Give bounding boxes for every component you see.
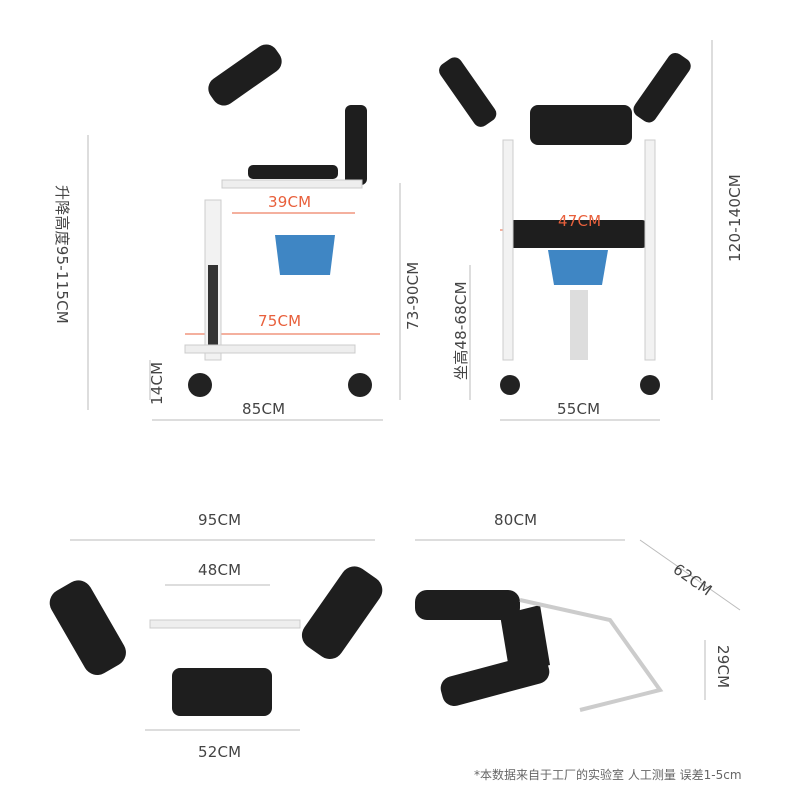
top-total-width-label: 95CM xyxy=(198,511,242,529)
angled-length-label: 80CM xyxy=(494,511,538,529)
footnote: *本数据来自于工厂的实验室 人工测量 误差1-5cm xyxy=(474,768,742,782)
side-wheel-height-label: 14CM xyxy=(148,361,166,405)
top-base-width-label: 52CM xyxy=(198,743,242,761)
front-seat-width-label: 47CM xyxy=(558,212,602,230)
side-view-chair xyxy=(184,44,372,397)
top-inner-width-label: 48CM xyxy=(198,561,242,579)
angled-view-chair xyxy=(415,590,664,712)
side-lift-height-label: 升降高度95-115CM xyxy=(53,185,71,324)
front-seat-height-label: 坐高48-68CM xyxy=(452,281,470,380)
top-view-chair xyxy=(49,566,383,716)
angled-height-label: 29CM xyxy=(714,645,732,689)
front-view-chair xyxy=(439,52,691,395)
front-total-height-label: 120-140CM xyxy=(726,174,744,262)
front-total-width-label: 55CM xyxy=(557,400,601,418)
side-base-length-label: 75CM xyxy=(258,312,302,330)
side-seat-width-label: 39CM xyxy=(268,193,312,211)
side-seat-height-label: 73-90CM xyxy=(404,261,422,330)
side-total-length-label: 85CM xyxy=(242,400,286,418)
